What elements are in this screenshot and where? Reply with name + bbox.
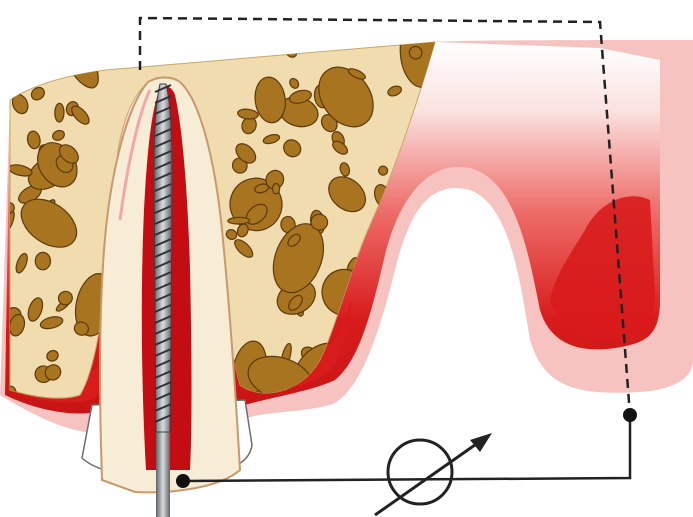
meter-symbol [388, 440, 452, 504]
trabecula [406, 353, 427, 372]
trabecula [228, 217, 250, 224]
trabecula [66, 36, 95, 65]
trabecula [7, 47, 26, 69]
trabecula [393, 376, 417, 403]
electrode-lip-contact [623, 408, 637, 422]
trabecula [272, 183, 280, 194]
trabecula [408, 232, 430, 255]
trabecula [35, 252, 50, 269]
trabecula [73, 42, 85, 59]
trabecula [392, 342, 407, 361]
electrode-tooth-contact [176, 474, 190, 488]
file-shank [156, 430, 170, 517]
trabecula [55, 103, 65, 122]
trabecula [54, 48, 71, 63]
meter-arrow-head [470, 433, 492, 452]
endodontic-file [154, 84, 172, 517]
trabecula [408, 323, 424, 336]
trabecula [382, 291, 437, 338]
trabecula [39, 68, 50, 80]
